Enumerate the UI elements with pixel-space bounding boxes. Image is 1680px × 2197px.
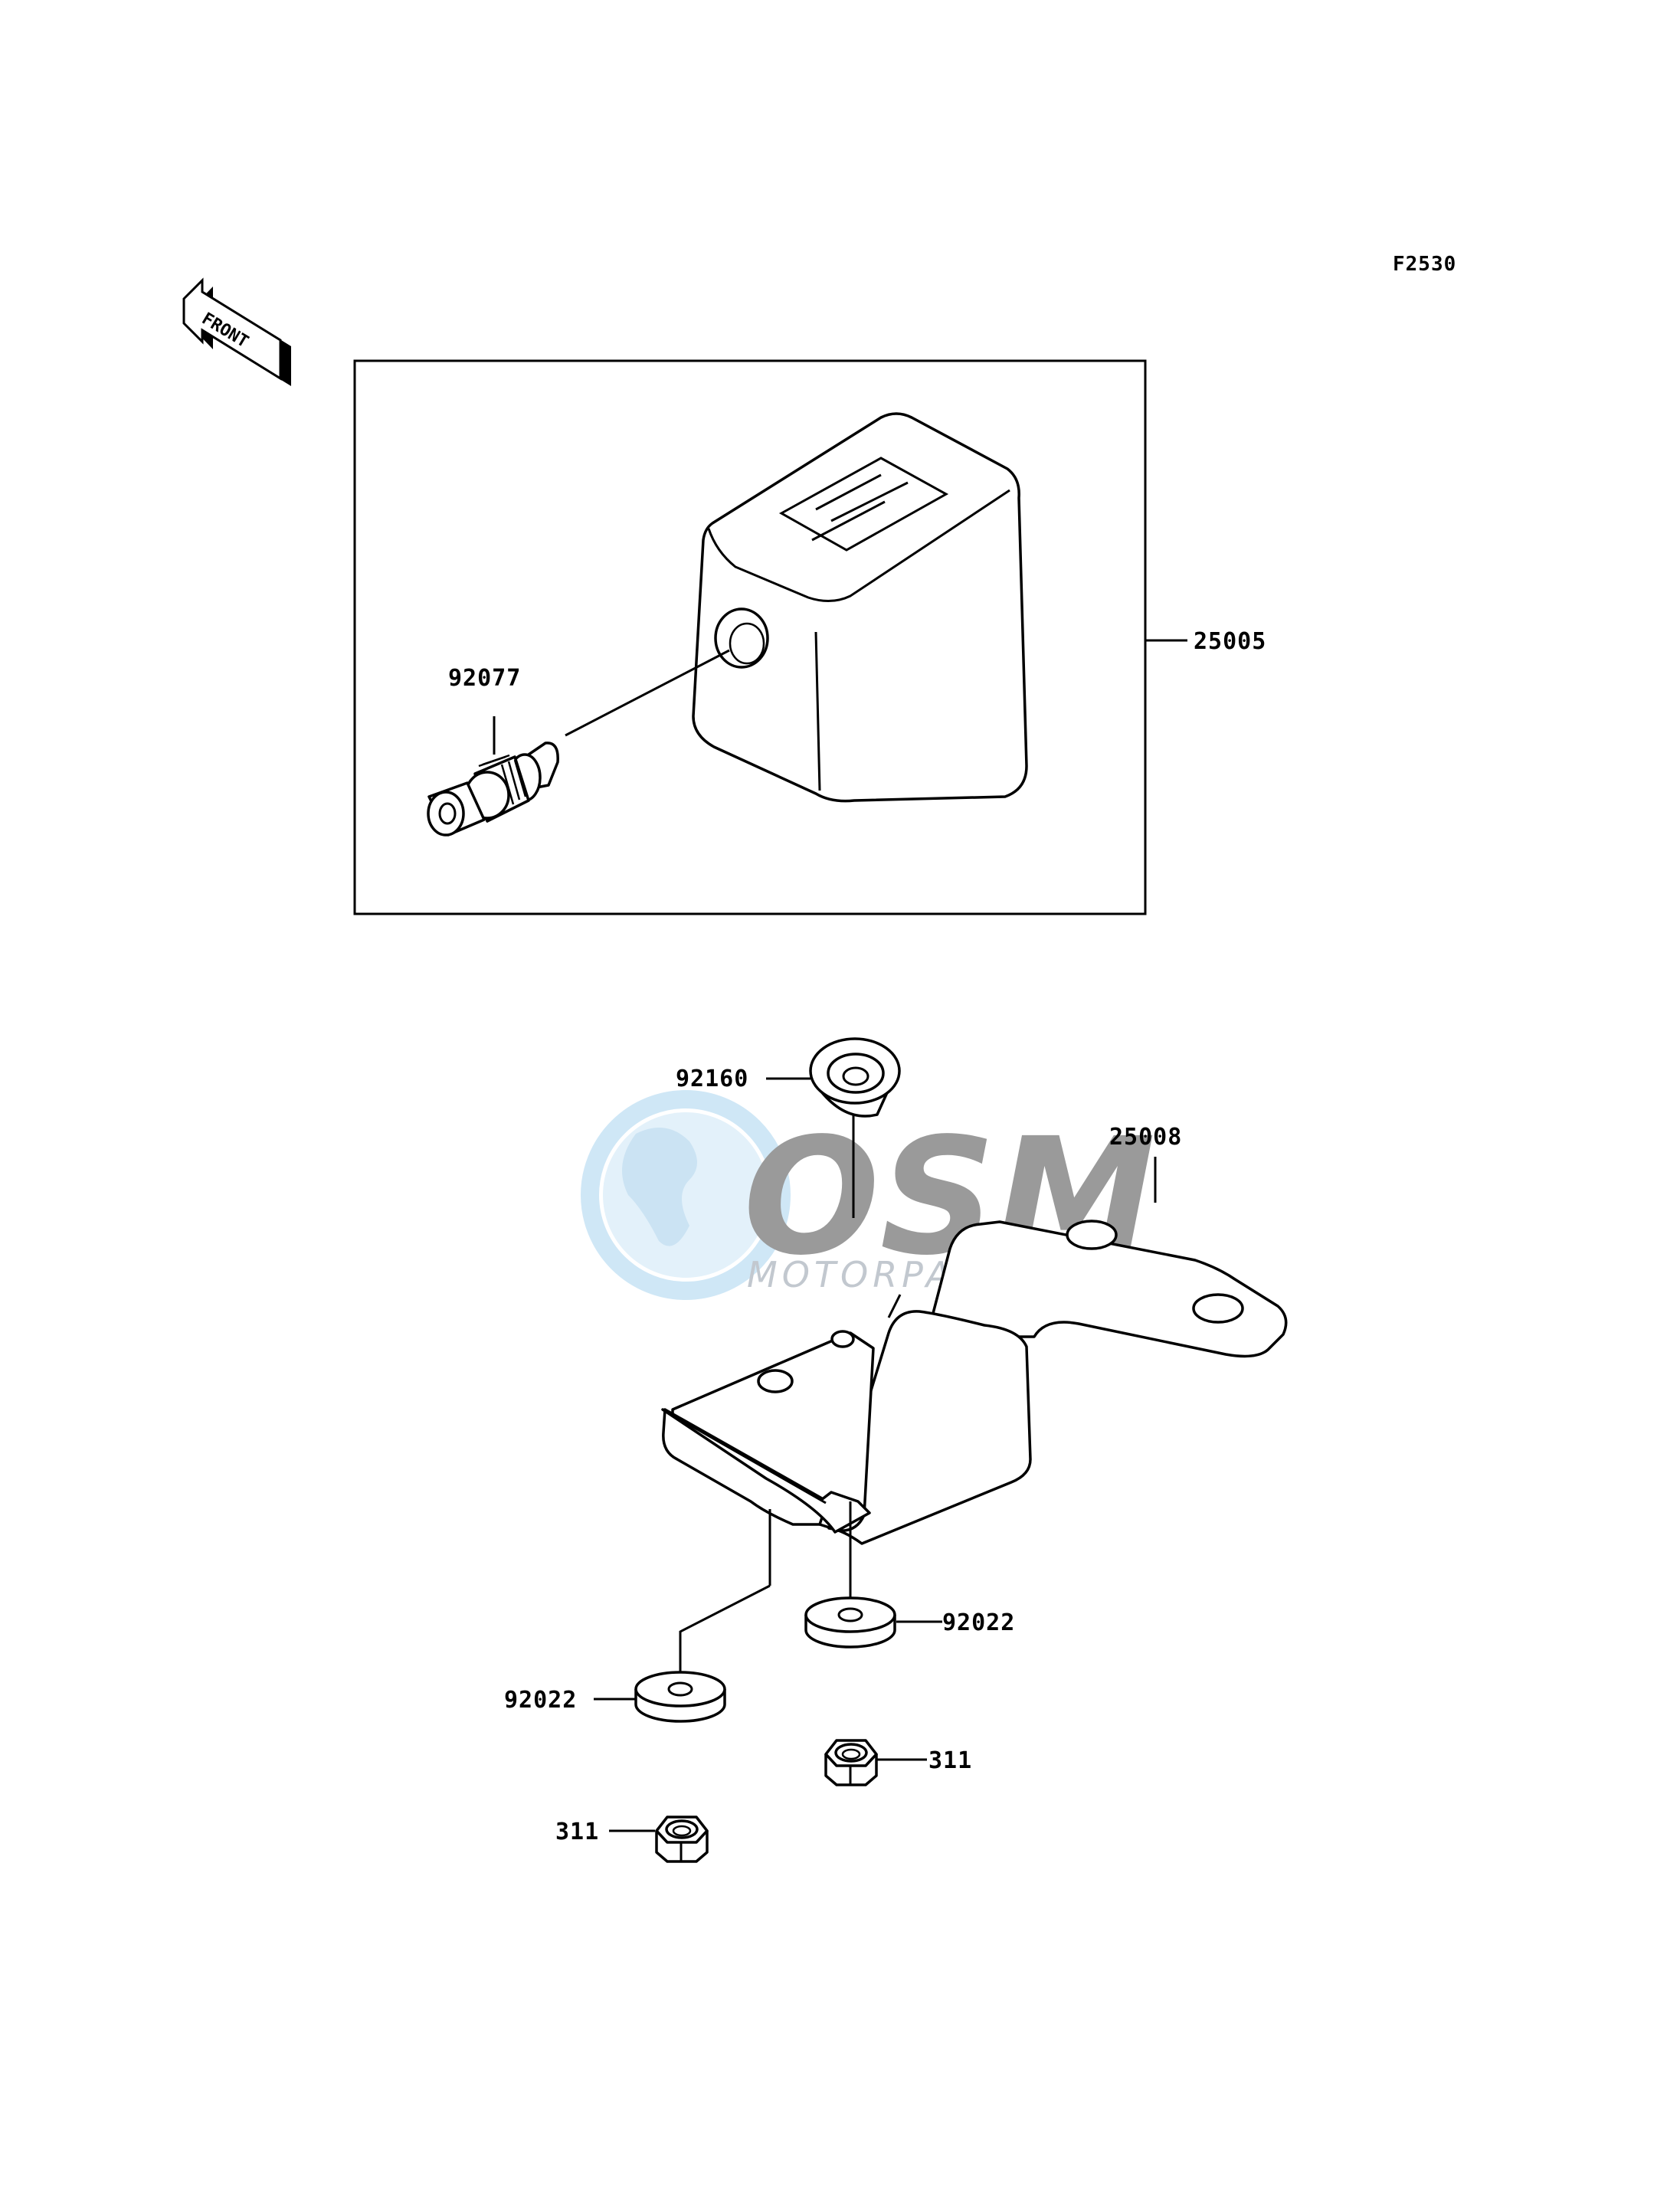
label-92022-left: 92022 [504,1687,577,1714]
front-arrow-icon: FRONT [182,277,291,386]
label-92160: 92160 [676,1066,748,1092]
meter-assembly-frame [353,359,1147,915]
label-92022-right: 92022 [942,1609,1015,1636]
grommet-icon [809,1037,901,1118]
meter-body [692,412,1028,803]
label-92077: 92077 [448,665,521,692]
cable-leader-line [565,649,730,737]
nut-icon [655,1816,709,1863]
nut-icon [824,1739,878,1786]
label-25008: 25008 [1109,1124,1182,1151]
cable-fitting-icon [427,742,559,837]
globe-icon [581,1090,791,1300]
washer-icon [804,1596,896,1649]
meter-window [778,457,949,552]
bracket [661,1220,1288,1545]
label-25005: 25005 [1194,628,1266,655]
label-311-right: 311 [928,1747,972,1774]
label-311-left: 311 [555,1819,599,1845]
figure-code: F2530 [1393,253,1456,276]
washer-icon [634,1671,726,1723]
